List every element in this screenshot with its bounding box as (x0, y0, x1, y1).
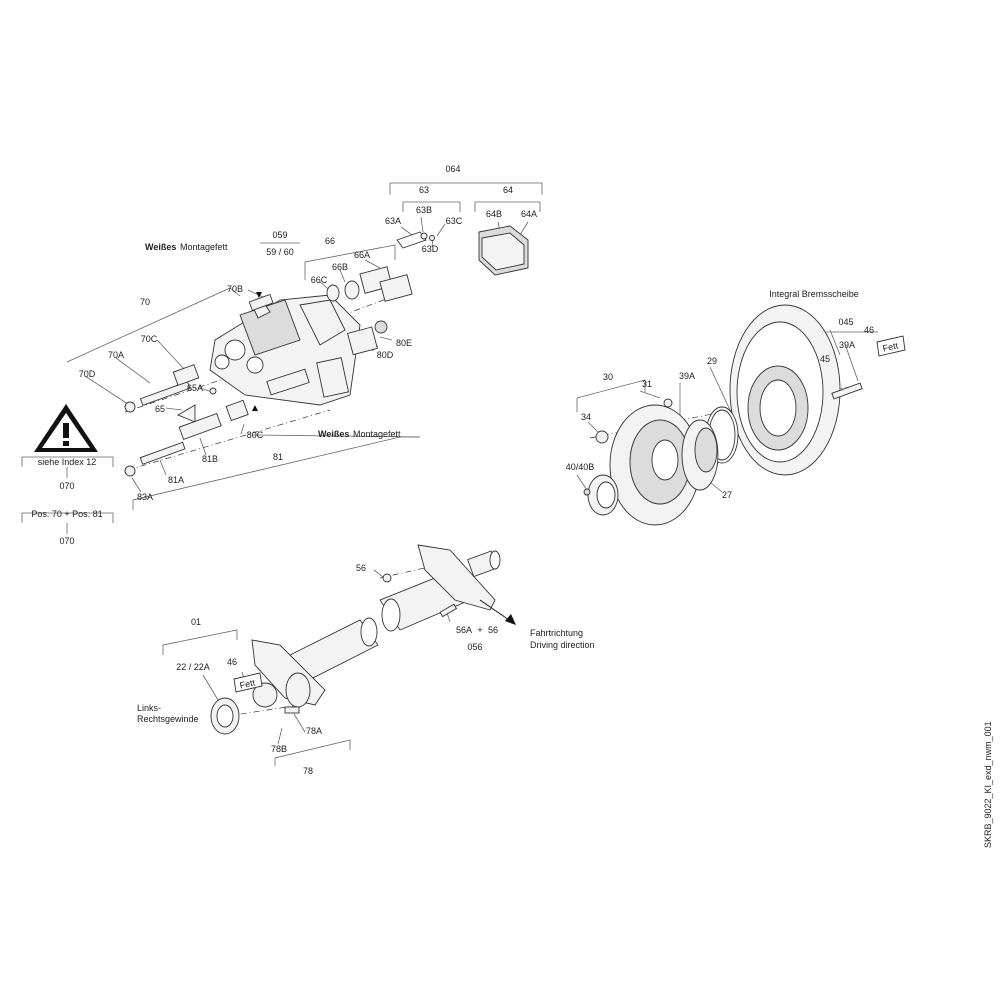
warning-triangle-icon (34, 404, 98, 452)
warning-note-id: 070 (59, 481, 74, 491)
label-plus: + (477, 625, 482, 635)
label-66a: 66A (354, 250, 370, 260)
label-56b: 56 (488, 625, 498, 635)
axle-assembly (210, 544, 516, 735)
label-56: 56 (356, 563, 366, 573)
label-59-60: 59 / 60 (266, 247, 294, 257)
label-40-40b: 40/40B (566, 462, 595, 472)
part-labels: 064 63 64 63B 63A 63C 63D 64B 64A 059 59… (31, 164, 899, 776)
label-78b: 78B (271, 744, 287, 754)
label-63a: 63A (385, 216, 401, 226)
label-66c: 66C (311, 275, 328, 285)
brake-pad-set (396, 225, 529, 276)
label-fahrt-de: Fahrtrichtung (530, 628, 583, 638)
label-39a-b: 39A (679, 371, 695, 381)
pos-note: Pos. 70 + Pos. 81 (31, 509, 102, 519)
drawing-reference: SKRB_9022_KI_exd_nwm_001 (983, 721, 993, 848)
brake-caliper-assembly (124, 266, 413, 477)
montagefett-1-rest: Montagefett (180, 242, 228, 252)
label-70a: 70A (108, 350, 124, 360)
label-30: 30 (603, 372, 613, 382)
label-78a: 78A (306, 726, 322, 736)
label-056: 056 (467, 642, 482, 652)
montagefett-1-bold: Weißes (145, 242, 176, 252)
label-56a: 56A (456, 625, 472, 635)
montagefett-2-rest: Montagefett (353, 429, 401, 439)
pos-note-id: 070 (59, 536, 74, 546)
label-81: 81 (273, 452, 283, 462)
label-81a: 81A (168, 475, 184, 485)
label-64a: 64A (521, 209, 537, 219)
label-29: 29 (707, 356, 717, 366)
label-31: 31 (642, 379, 652, 389)
fett-boxes (233, 335, 906, 693)
label-059: 059 (272, 230, 287, 240)
label-46b: 46 (227, 657, 237, 667)
label-65a: 65A (187, 383, 203, 393)
label-045: 045 (838, 317, 853, 327)
label-78: 78 (303, 766, 313, 776)
group-brackets (21, 182, 878, 766)
label-27: 27 (722, 490, 732, 500)
label-links: Links- (137, 703, 161, 713)
label-064: 064 (445, 164, 460, 174)
label-63d: 63D (422, 244, 439, 254)
label-80c: 80C (247, 430, 264, 440)
fett-label-1: Fett (882, 340, 900, 353)
label-70c: 70C (141, 334, 158, 344)
label-fahrt-en: Driving direction (530, 640, 595, 650)
label-63b: 63B (416, 205, 432, 215)
label-81b: 81B (202, 454, 218, 464)
label-80e: 80E (396, 338, 412, 348)
label-70b: 70B (227, 284, 243, 294)
leader-lines (84, 216, 859, 745)
label-66b: 66B (332, 262, 348, 272)
label-45: 45 (820, 354, 830, 364)
label-rechtsgewinde: Rechtsgewinde (137, 714, 199, 724)
label-46a: 46 (864, 325, 874, 335)
label-66: 66 (325, 236, 335, 246)
label-70: 70 (140, 297, 150, 307)
label-63: 63 (419, 185, 429, 195)
label-34: 34 (581, 412, 591, 422)
label-70d: 70D (79, 369, 96, 379)
fett-label-2: Fett (239, 677, 257, 690)
label-63c: 63C (446, 216, 463, 226)
label-80d: 80D (377, 350, 394, 360)
label-integral: Integral Bremsscheibe (769, 289, 859, 299)
warning-note: siehe Index 12 (38, 457, 97, 467)
label-65: 65 (155, 404, 165, 414)
brake-disc-hub-assembly (583, 304, 863, 526)
montagefett-2-bold: Weißes (318, 429, 349, 439)
label-83a: 83A (137, 492, 153, 502)
label-22-22a: 22 / 22A (176, 662, 210, 672)
label-64: 64 (503, 185, 513, 195)
label-01: 01 (191, 617, 201, 627)
label-39a-a: 39A (839, 340, 855, 350)
label-64b: 64B (486, 209, 502, 219)
